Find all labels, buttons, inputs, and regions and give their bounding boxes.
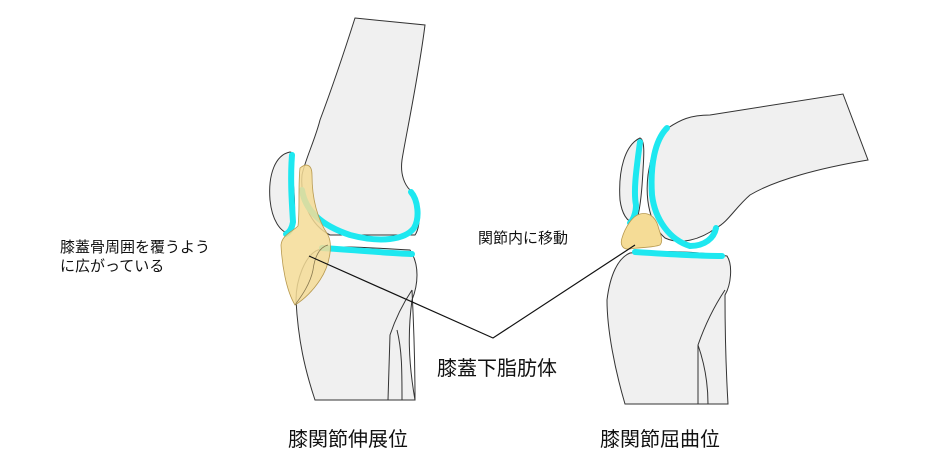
tibia-flexion [606, 251, 732, 405]
fat-pad-extension [280, 164, 331, 306]
knee-extension-figure [269, 17, 426, 401]
cartilage-femur-flexion [648, 125, 719, 250]
annotation-flexion-line-1: 関節内に移動 [478, 229, 569, 247]
femur-extension [301, 17, 426, 236]
fat-pad-flexion [620, 213, 663, 250]
annotation-flexion: 関節内に移動 [478, 229, 568, 248]
knee-flexion-figure [606, 93, 869, 405]
femur-flexion [646, 93, 869, 242]
annotation-extension-line-2: に広がっている [60, 257, 165, 275]
fat-pad-inner-edge [294, 244, 329, 306]
caption-flexion: 膝関節屈曲位 [600, 427, 720, 451]
cartilage-patella-extension [283, 152, 297, 237]
annotation-extension-line-1: 膝蓋骨周囲を覆うよう [60, 238, 211, 256]
cartilage-tibia-extension [319, 245, 415, 257]
diagram-title: 膝蓋下脂肪体 [437, 356, 557, 380]
caption-extension: 膝関節伸展位 [288, 427, 408, 451]
leader-line [308, 244, 636, 339]
annotation-extension: 膝蓋骨周囲を覆うよう に広がっている [60, 238, 210, 276]
cartilage-tibia-flexion [632, 249, 725, 259]
fibula-flexion [697, 289, 726, 405]
